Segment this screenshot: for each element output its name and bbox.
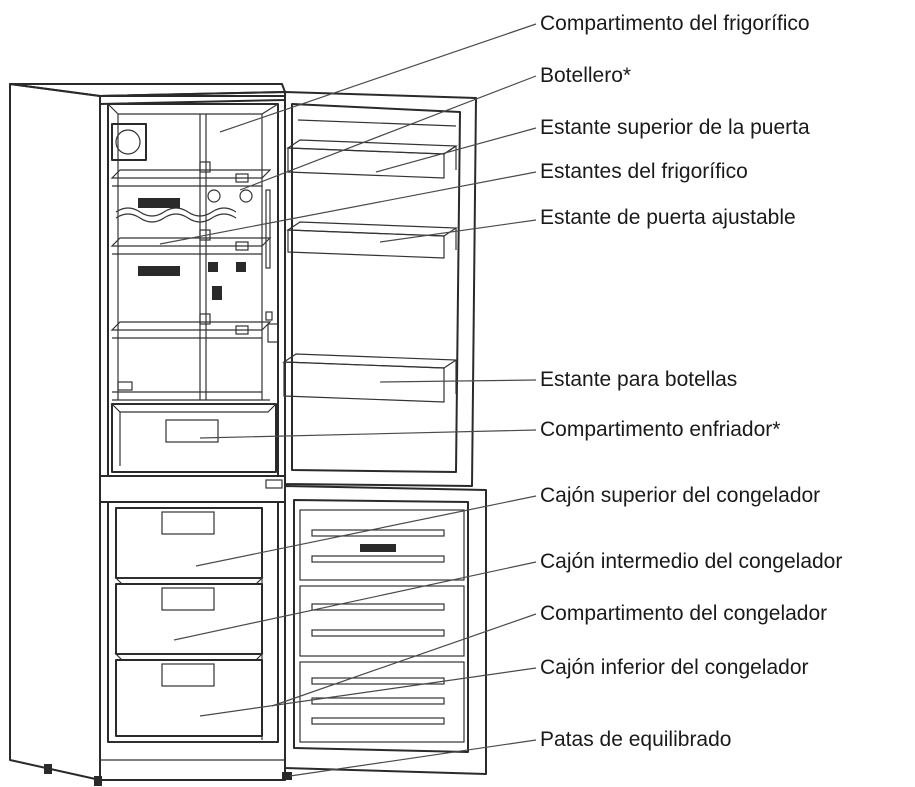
label-fridge-compartment: Compartimento del frigorífico — [540, 12, 810, 35]
cabinet — [9, 83, 292, 786]
leader-lines — [159, 23, 537, 777]
label-middle-freezer-drawer: Cajón intermedio del congelador — [540, 550, 843, 573]
fridge-shelves — [110, 161, 272, 339]
fridge-door — [265, 91, 477, 487]
label-top-freezer-drawer: Cajón superior del congelador — [540, 484, 821, 507]
freezer-drawers — [114, 507, 264, 737]
freezer-door — [284, 485, 487, 775]
label-bottle-shelf: Estante para botellas — [540, 368, 738, 391]
label-wine-rack: Botellero* — [540, 64, 632, 87]
label-fridge-shelves: Estantes del frigorífico — [540, 160, 748, 183]
label-bottom-freezer-drawer: Cajón inferior del congelador — [540, 656, 809, 679]
label-top-door-shelf: Estante superior de la puerta — [540, 116, 810, 139]
label-leveling-feet: Patas de equilibrado — [540, 728, 732, 751]
label-adjustable-door-shelf: Estante de puerta ajustable — [540, 206, 796, 229]
label-chiller-compartment: Compartimento enfriador* — [540, 418, 781, 441]
wine-rack — [115, 189, 253, 223]
chiller-drawer — [110, 403, 278, 473]
label-freezer-compartment: Compartimento del congelador — [540, 602, 828, 625]
